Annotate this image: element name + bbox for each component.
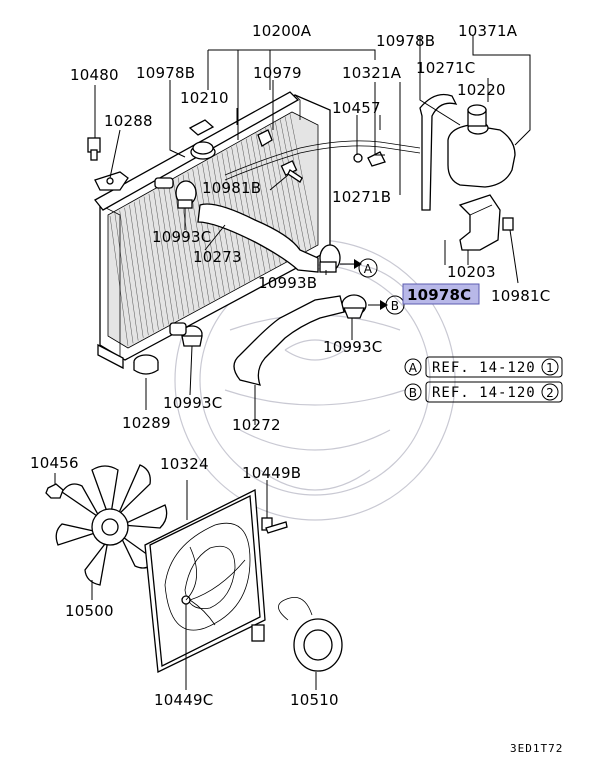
part-label-10978C: 10978C — [407, 286, 471, 304]
clamp-10993C-1[interactable] — [175, 180, 197, 209]
radiator-fin-line — [236, 144, 261, 276]
part-label-10979: 10979 — [253, 64, 302, 82]
mounts[interactable] — [154, 177, 187, 336]
radiator-fin-line — [275, 122, 302, 255]
connector-a-label: A — [364, 262, 373, 276]
part-label-10271B: 10271B — [332, 188, 391, 206]
radiator-fin-line — [114, 213, 134, 344]
radiator-fin-line — [138, 199, 159, 330]
reference-b-text: REF. 14-120 — [432, 385, 536, 401]
reference-b-letter: B — [409, 386, 417, 400]
part-label-10978B-top: 10978B — [376, 32, 435, 50]
fan-blade-10500[interactable] — [55, 464, 168, 586]
part-label-10993B: 10993B — [258, 274, 317, 292]
lower-hose-10272[interactable] — [233, 295, 345, 386]
part-label-10981B: 10981B — [202, 179, 261, 197]
part-label-10371A: 10371A — [458, 22, 518, 40]
clamp-10993C-3[interactable] — [181, 325, 203, 347]
clip-10457[interactable] — [353, 151, 386, 167]
part-label-10510: 10510 — [290, 691, 339, 709]
radiator-fin-line — [172, 180, 195, 311]
part-label-10993C-3: 10993C — [163, 394, 222, 412]
reservoir-tank-10220[interactable] — [447, 104, 516, 188]
radiator-fin-line — [134, 202, 154, 333]
reservoir-hose-10271C[interactable] — [419, 93, 458, 211]
bolt-10480[interactable] — [87, 137, 101, 161]
radiator-fin-line — [158, 188, 180, 320]
part-label-10993C-2: 10993C — [323, 338, 382, 356]
radiator-fin-line — [289, 113, 317, 247]
bolt-10449B[interactable] — [261, 517, 288, 534]
part-label-10210: 10210 — [180, 89, 229, 107]
radiator-fin-line — [197, 166, 220, 298]
radiator-fin-line — [241, 141, 266, 274]
reference-a[interactable]: A REF. 14-120 1 — [404, 356, 563, 378]
reference-b[interactable]: B REF. 14-120 2 — [404, 381, 563, 403]
reference-b-number: 2 — [546, 386, 554, 400]
radiator-fin-line — [119, 210, 139, 341]
radiator-fin-line — [153, 191, 174, 322]
part-label-10288: 10288 — [104, 112, 153, 130]
radiator-fin-line — [109, 215, 129, 347]
part-label-10978B-left: 10978B — [136, 64, 195, 82]
connector-b-label: B — [391, 299, 399, 313]
fan-shroud-10324[interactable] — [144, 488, 266, 673]
part-label-10993C-1: 10993C — [152, 228, 211, 246]
clamp-10993C-2[interactable] — [341, 294, 367, 319]
clamp-10993B[interactable] — [319, 244, 341, 273]
part-label-10273: 10273 — [193, 248, 242, 266]
bracket-10203[interactable] — [458, 194, 501, 251]
part-number-labels[interactable]: 10200A 10978B 10371A 10480 10978B 10979 … — [30, 22, 550, 709]
part-label-10272: 10272 — [232, 416, 281, 434]
radiator-cap[interactable] — [190, 141, 216, 160]
part-label-10200A: 10200A — [252, 22, 312, 40]
radiator-fin-line — [129, 204, 149, 336]
radiator-fin-line — [124, 207, 144, 338]
radiator-fin-line — [168, 182, 190, 314]
radiator-fin-line — [231, 147, 256, 279]
part-label-10449B: 10449B — [242, 464, 301, 482]
part-label-10220: 10220 — [457, 81, 506, 99]
part-label-10500: 10500 — [65, 602, 114, 620]
cap-10210[interactable] — [188, 119, 215, 136]
part-label-10271C: 10271C — [416, 59, 475, 77]
radiator-fin-line — [270, 124, 296, 257]
nut-10456[interactable] — [45, 483, 64, 499]
radiator-fin-line — [148, 193, 169, 325]
part-label-10321A: 10321A — [342, 64, 402, 82]
overflow-tube[interactable] — [224, 140, 421, 181]
highlight-10978C — [402, 283, 480, 305]
diagram-code: 3ED1T72 — [510, 742, 563, 755]
reference-a-number: 1 — [546, 361, 554, 375]
drain-plug-10289[interactable] — [133, 354, 159, 375]
part-label-10457: 10457 — [332, 99, 381, 117]
part-label-10203: 10203 — [447, 263, 496, 281]
reference-a-text: REF. 14-120 — [432, 360, 536, 376]
part-label-10456: 10456 — [30, 454, 79, 472]
part-label-10324: 10324 — [160, 455, 209, 473]
part-label-10480: 10480 — [70, 66, 119, 84]
leader-lines — [54, 35, 531, 690]
radiator-fin-line — [284, 116, 312, 249]
radiator-fin-line — [163, 185, 185, 317]
radiator-fin-line — [202, 163, 225, 295]
part-label-10981C: 10981C — [491, 287, 550, 305]
bolt-10981B[interactable] — [280, 160, 303, 183]
reference-a-letter: A — [409, 361, 418, 375]
part-label-10449C: 10449C — [154, 691, 213, 709]
radiator-fin-line — [143, 196, 164, 328]
bolt-10981C[interactable] — [502, 217, 514, 231]
fan-motor-10510[interactable] — [251, 596, 343, 672]
clip-10979[interactable] — [257, 129, 273, 147]
part-label-10289: 10289 — [122, 414, 171, 432]
radiator-fin-line — [280, 119, 307, 252]
upper-hose-10273[interactable] — [197, 203, 319, 273]
